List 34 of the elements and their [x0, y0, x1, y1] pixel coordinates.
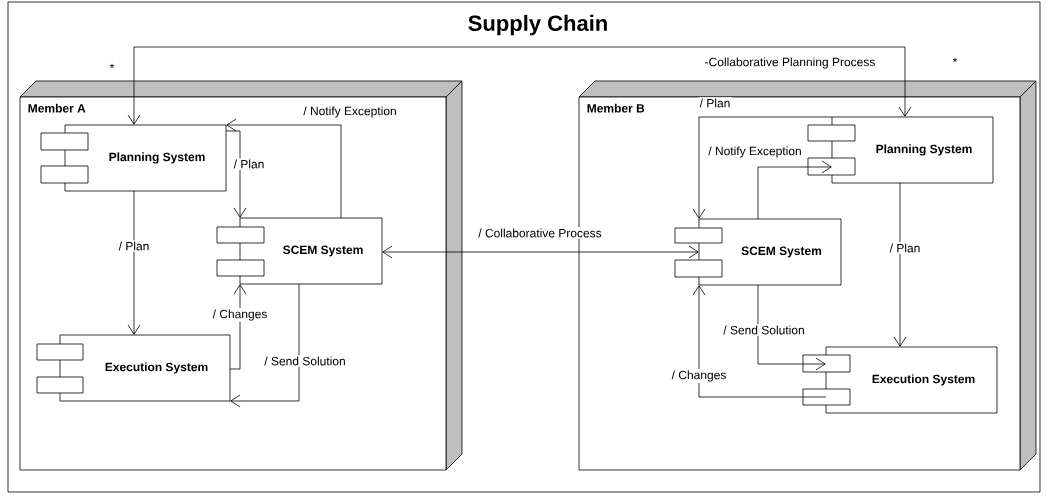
arrow [382, 245, 699, 259]
edge-label: / Collaborative Process [477, 227, 604, 239]
arrow [757, 284, 826, 371]
edge-label: / Notify Exception [302, 105, 398, 119]
arrow [692, 116, 833, 219]
arrow [226, 118, 342, 219]
edge-label: / Plan [117, 240, 151, 252]
arrow [230, 283, 300, 408]
edge-label: / Plan [698, 97, 732, 109]
component-box: Planning System [40, 124, 227, 192]
component-box: Planning System [807, 116, 994, 184]
multiplicity-label: * [952, 57, 958, 63]
component-box: SCEM System [674, 218, 842, 286]
edge-label: / Notify Exception [707, 145, 803, 159]
diagram-frame [7, 1, 1041, 493]
edge-label: -Collaborative Planning Process [703, 56, 877, 70]
arrow [229, 284, 247, 370]
edge-label: / Plan [888, 242, 922, 254]
arrow [127, 46, 912, 125]
edge-label: / Changes [211, 308, 269, 322]
component-box: SCEM System [216, 217, 383, 285]
arrow [692, 285, 827, 398]
edge-label: / Send Solution [263, 355, 348, 367]
edge-label: / Plan [232, 158, 266, 170]
arrow [225, 130, 247, 218]
component-box: Execution System [802, 346, 998, 414]
diagram-title: Supply Chain [468, 14, 607, 36]
edge-label: / Changes [670, 369, 728, 383]
component-box: Execution System [36, 334, 231, 402]
arrow [757, 160, 832, 220]
multiplicity-label: * [109, 63, 115, 69]
edge-label: / Send Solution [721, 324, 807, 336]
arrow [893, 182, 907, 347]
arrow [127, 190, 141, 335]
